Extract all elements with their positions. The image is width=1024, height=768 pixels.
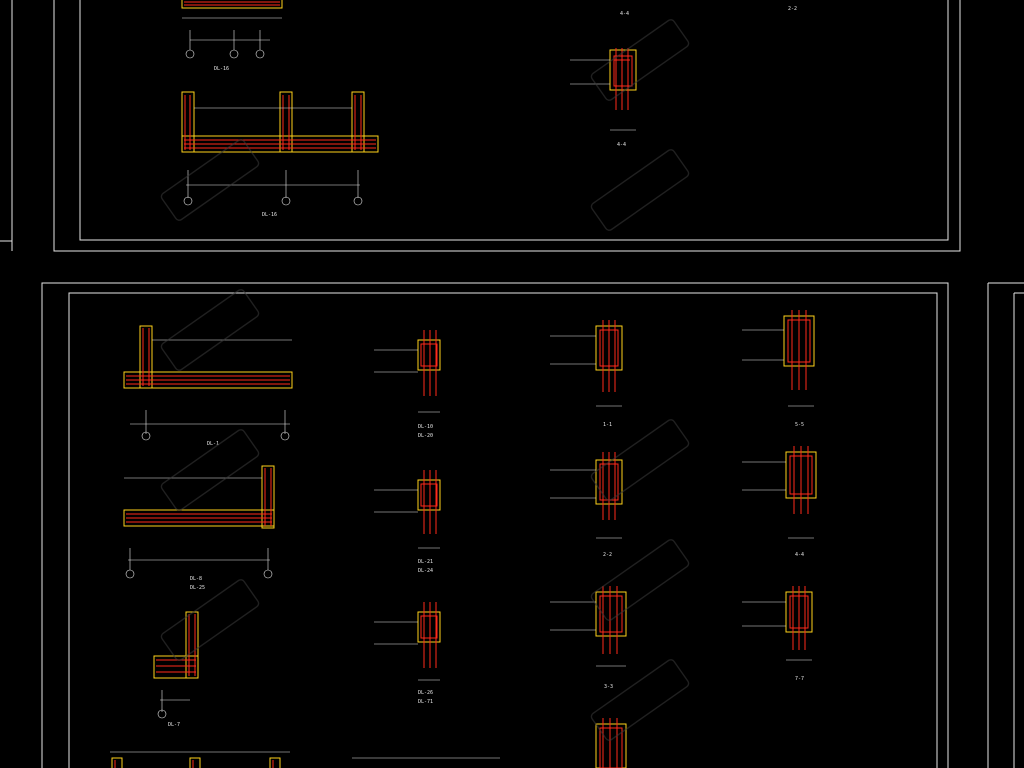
label-dl16-upper: DL-16 (214, 66, 229, 72)
label-section-top-right: 2-2 (788, 6, 797, 12)
watermark-pattern (160, 19, 690, 741)
label-dl16-main: DL-16 (262, 212, 277, 218)
label-dl26: DL-26 (418, 690, 433, 696)
section-3-3: 3-3 (550, 586, 627, 690)
beam-dl16-main: DL-16 (181, 91, 379, 218)
label-dl71: DL-71 (418, 699, 433, 705)
label-dl1: DL-1 (207, 441, 219, 447)
left-sheet-edge (0, 0, 13, 251)
label-dl10: DL-10 (418, 424, 433, 430)
label-dl24: DL-24 (418, 568, 433, 574)
section-4-4-top: 4-4 (570, 48, 637, 148)
label-section-2-2: 2-2 (603, 552, 612, 558)
section-partial-bottom (595, 718, 627, 768)
bottom-sheet-frame (41, 282, 949, 768)
section-dl21: DL-21 DL-24 (374, 470, 441, 574)
section-dl26: DL-26 DL-71 (374, 602, 441, 705)
label-section-7-7: 7-7 (795, 676, 804, 682)
label-section-4-4-top: 4-4 (617, 142, 626, 148)
right-sheet-edge (987, 282, 1024, 768)
beam-dl16-upper: DL-16 (181, 0, 283, 72)
beam-dl8: DL-8 DL-25 (123, 465, 275, 591)
section-1-1: 1-1 (550, 320, 623, 428)
beam-partial-bottom (110, 751, 500, 768)
beam-dl1: DL-1 (123, 325, 293, 447)
section-2-2: 2-2 (550, 452, 623, 558)
label-section-top-mid: 4-4 (620, 11, 629, 17)
label-dl21: DL-21 (418, 559, 433, 565)
section-dl10: DL-10 DL-20 (374, 330, 441, 439)
label-dl7: DL-7 (168, 722, 180, 728)
label-section-3-3: 3-3 (604, 684, 613, 690)
beam-dl7: DL-7 (153, 611, 199, 728)
section-4-4: 4-4 (742, 446, 817, 558)
label-section-1-1: 1-1 (603, 422, 612, 428)
section-5-5: 5-5 (742, 310, 815, 428)
label-section-4-4: 4-4 (795, 552, 804, 558)
section-7-7: 7-7 (742, 586, 813, 682)
label-dl25: DL-25 (190, 585, 205, 591)
label-dl20: DL-20 (418, 433, 433, 439)
label-dl8: DL-8 (190, 576, 202, 582)
top-sheet-frame (53, 0, 961, 252)
label-section-5-5: 5-5 (795, 422, 804, 428)
